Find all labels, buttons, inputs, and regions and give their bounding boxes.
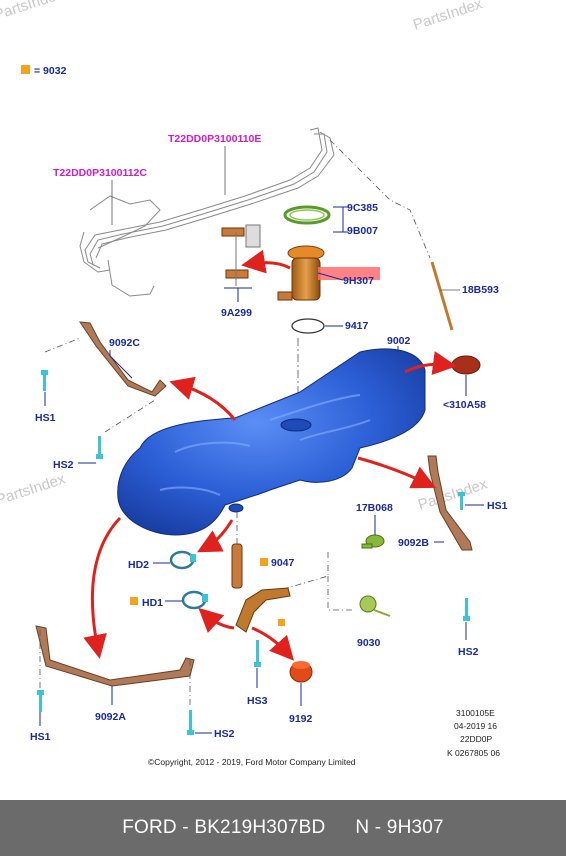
- bolt-icon: [254, 640, 261, 667]
- label-9030: 9030: [357, 637, 381, 649]
- arrow-red: [357, 456, 437, 489]
- label-T22DD0P3100110E: T22DD0P3100110E: [168, 133, 261, 145]
- copyright: ©Copyright, 2012 - 2019, Ford Motor Comp…: [148, 757, 356, 767]
- ref-line: 3100105E: [456, 708, 495, 718]
- leader-line: [317, 272, 344, 281]
- leader-line: [329, 139, 431, 259]
- tank-strap-9092C: [78, 321, 167, 397]
- highlight-box: [318, 267, 380, 280]
- footer-part-name: N - 9H307: [355, 817, 444, 838]
- leader-line: [259, 552, 352, 611]
- leader-line: [39, 630, 191, 706]
- leader-line: [224, 287, 252, 302]
- filler-cap-9192: [289, 661, 313, 683]
- valve-17B068: [361, 534, 385, 549]
- fuel-pump-module: [291, 257, 321, 301]
- label-9192: 9192: [289, 713, 313, 725]
- ref-line: 04-2019 16: [454, 721, 497, 731]
- label-9A299: 9A299: [221, 307, 252, 319]
- fuel-filler-cap-9030: [359, 595, 391, 617]
- leader-line: [44, 337, 156, 433]
- fuel-line-assembly: [79, 127, 335, 297]
- watermark: PartsIndex: [411, 0, 485, 34]
- tank-highlight: [159, 394, 371, 496]
- arrow-red: [251, 626, 294, 661]
- label-HS1: HS1: [30, 731, 51, 743]
- arrow-red: [404, 351, 457, 375]
- lock-ring-inner: [289, 209, 325, 221]
- label-9047: 9047: [271, 557, 295, 569]
- tank-strap-9092A: [35, 625, 195, 687]
- label-18B593: 18B593: [462, 284, 499, 296]
- label-T22DD0P3100112C: T22DD0P3100112C: [53, 167, 147, 179]
- label-17B068: 17B068: [356, 502, 393, 514]
- watermark: PartsIndex: [0, 0, 66, 24]
- tank-strap-9092B: [427, 455, 473, 551]
- label-310A58: <310A58: [443, 399, 486, 411]
- label-HD2: HD2: [128, 559, 149, 571]
- label-9092C: 9092C: [109, 337, 140, 349]
- label-HS3: HS3: [247, 695, 268, 707]
- pump-seal: [291, 318, 325, 334]
- label-HS2: HS2: [53, 459, 74, 471]
- label-HS2: HS2: [458, 646, 479, 658]
- part-footer-bar: FORD - BK219H307BD N - 9H307: [0, 800, 566, 856]
- footer-part-number: FORD - BK219H307BD: [122, 817, 326, 838]
- tank-cap: [451, 355, 481, 375]
- tank-filler-neck: [228, 503, 244, 513]
- fuel-system-diagram: PartsIndex PartsIndex PartsIndex PartsIn…: [0, 0, 508, 767]
- arrow-red: [169, 376, 237, 421]
- label-9H307: 9H307: [343, 275, 374, 287]
- bolt-icon: [37, 690, 44, 712]
- bolt-icon: [187, 710, 194, 735]
- hose-clamp-hd2: [169, 550, 196, 570]
- fuel-sender-parts: [221, 224, 293, 301]
- leader-line: [333, 206, 348, 233]
- vent-tube: [430, 261, 454, 331]
- filler-pipe: [235, 587, 291, 633]
- filler-hose-9047: [231, 543, 243, 589]
- bolt-icon: [41, 370, 48, 391]
- bolt-icon: [458, 492, 465, 510]
- arrow-red: [197, 519, 234, 553]
- marker-9047: [260, 558, 268, 566]
- bolt-icon: [463, 598, 470, 621]
- label-9B007: 9B007: [347, 225, 378, 237]
- marker-9032: [130, 597, 138, 605]
- legend-text: = 9032: [34, 65, 67, 77]
- label-9092A: 9092A: [95, 711, 126, 723]
- label-9417: 9417: [345, 320, 369, 332]
- label-HS2: HS2: [214, 728, 235, 740]
- label-9C385: 9C385: [347, 202, 378, 214]
- tank-opening: [280, 418, 312, 432]
- watermark: PartsIndex: [0, 470, 68, 508]
- ref-line: K 0267805 06: [447, 748, 500, 758]
- arrow-red: [198, 607, 235, 633]
- arrow-red: [241, 249, 291, 274]
- leader-line: [109, 350, 133, 379]
- marker-9032: [278, 619, 285, 626]
- label-9002: 9002: [387, 335, 411, 347]
- label-HS1: HS1: [35, 412, 56, 424]
- hose-clamp-hd1: [181, 590, 208, 610]
- label-HS1: HS1: [487, 500, 508, 512]
- legend-swatch: [21, 65, 30, 74]
- label-9092B: 9092B: [398, 537, 429, 549]
- watermark: PartsIndex: [416, 475, 490, 513]
- label-HD1: HD1: [142, 597, 163, 609]
- arrow-red: [83, 516, 122, 659]
- bolt-icon: [96, 436, 103, 459]
- ref-line: 22DD0P: [460, 734, 492, 744]
- lock-ring: [283, 205, 331, 225]
